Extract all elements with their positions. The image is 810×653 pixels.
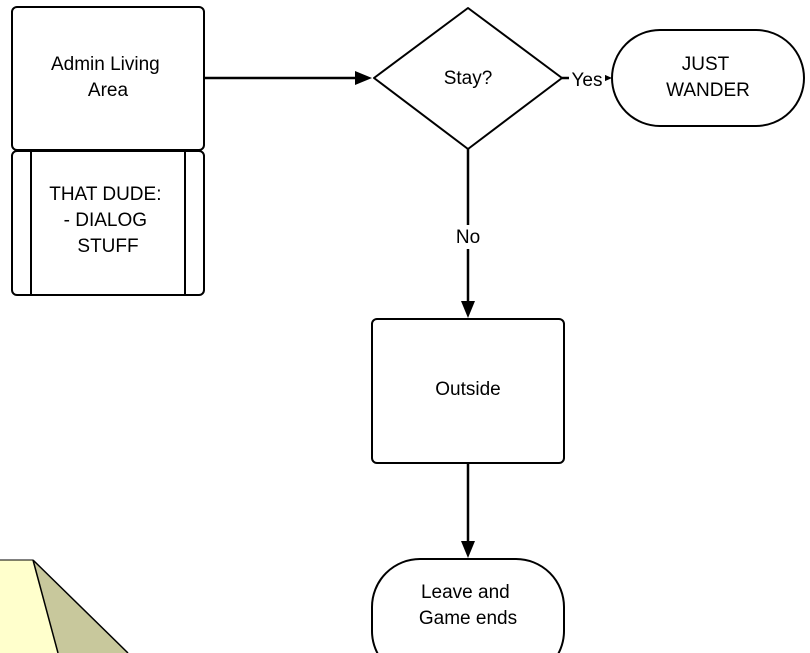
leave-game-ends-line-1: Leave and bbox=[421, 582, 510, 603]
outside-label: Outside bbox=[435, 379, 500, 400]
node-outside[interactable]: Outside bbox=[371, 318, 565, 464]
admin-living-area-box bbox=[11, 6, 205, 151]
stay-label: Stay? bbox=[444, 68, 493, 89]
that-dude-box bbox=[11, 150, 205, 296]
that-dude-line-1: THAT DUDE: bbox=[49, 184, 161, 205]
edge-labels: Yes No bbox=[452, 68, 605, 249]
that-dude-line-2: - DIALOG bbox=[64, 210, 147, 231]
edge-label-no-bg bbox=[452, 225, 484, 249]
just-wander-line-1: JUST bbox=[682, 54, 730, 75]
node-leave-game-ends[interactable]: Leave and Game ends bbox=[371, 558, 565, 653]
sticky-note-outer-edge bbox=[32, 559, 129, 653]
admin-living-area-line-2: Area bbox=[88, 80, 129, 101]
arrowhead-stay-to-outside bbox=[461, 301, 475, 318]
just-wander-label: JUST WANDER bbox=[666, 54, 750, 101]
outside-box bbox=[371, 318, 565, 464]
node-admin-living-area[interactable]: Admin Living Area bbox=[11, 6, 205, 151]
that-dude-label: THAT DUDE: - DIALOG STUFF bbox=[49, 184, 167, 257]
edge-label-yes: Yes bbox=[572, 70, 603, 91]
just-wander-terminator bbox=[611, 29, 805, 127]
connectors bbox=[204, 71, 612, 558]
arrowhead-stay-to-wander bbox=[603, 74, 612, 82]
leave-game-ends-label: Leave and Game ends bbox=[419, 582, 517, 629]
sticky-note[interactable] bbox=[0, 559, 129, 653]
edge-label-no: No bbox=[456, 227, 480, 248]
sticky-note-body bbox=[0, 560, 58, 653]
node-stay-decision[interactable]: Stay? bbox=[373, 7, 563, 150]
just-wander-line-2: WANDER bbox=[666, 80, 750, 101]
admin-living-area-line-1: Admin Living bbox=[51, 54, 160, 75]
node-just-wander[interactable]: JUST WANDER bbox=[611, 29, 805, 127]
edge-label-yes-bg bbox=[569, 68, 605, 90]
stay-diamond bbox=[373, 7, 563, 150]
arrowhead-admin-to-stay bbox=[355, 71, 372, 85]
node-that-dude[interactable]: THAT DUDE: - DIALOG STUFF bbox=[11, 150, 205, 296]
arrowhead-outside-to-leave bbox=[461, 541, 475, 558]
sticky-note-fold-edge bbox=[32, 559, 59, 653]
leave-game-ends-terminator bbox=[371, 558, 565, 653]
that-dude-line-3: STUFF bbox=[77, 236, 138, 257]
admin-living-area-label: Admin Living Area bbox=[51, 54, 165, 101]
leave-game-ends-line-2: Game ends bbox=[419, 608, 517, 629]
